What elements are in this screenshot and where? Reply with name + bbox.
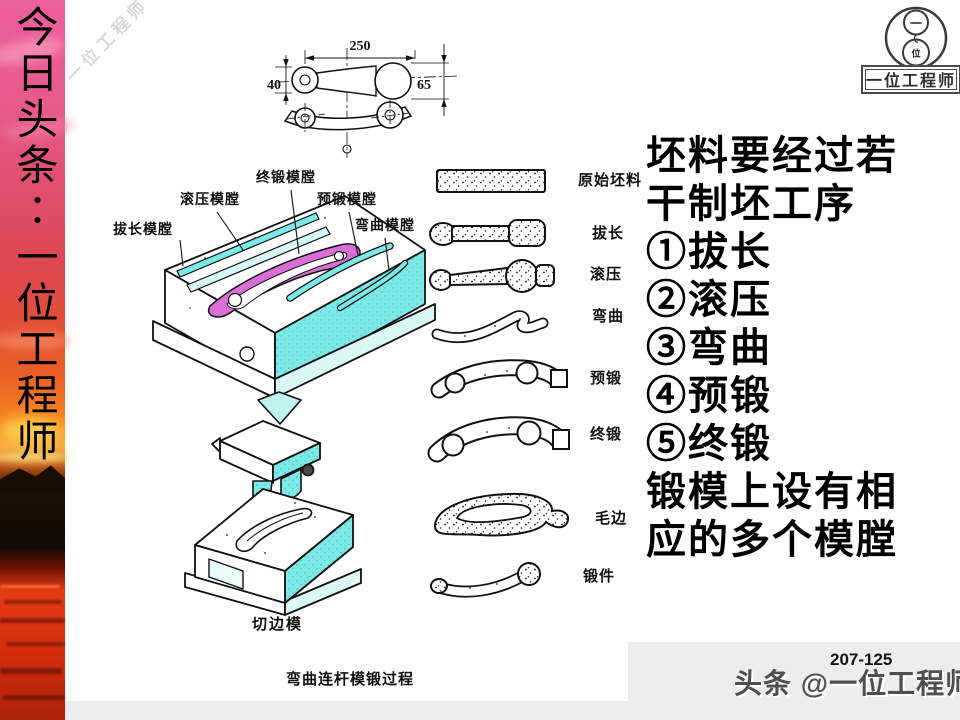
- bottom-strip: [65, 701, 960, 720]
- brand-logo: 一 位 一位工程师: [861, 6, 960, 94]
- die-label-draw: 拔长模膛: [113, 223, 173, 238]
- body-line: 坯料要经过若: [646, 133, 898, 178]
- seq-label-roll: 滚压: [590, 267, 623, 283]
- seq-label-preforge: 预锻: [590, 371, 623, 387]
- body-line: ④预锻: [646, 373, 772, 418]
- dim-right-width: 65: [417, 78, 431, 93]
- dim-left-width: 40: [267, 78, 281, 93]
- die-label-final: 终锻模膛: [256, 171, 316, 186]
- water-ripple: [0, 618, 65, 623]
- cavity-roll: [186, 226, 331, 293]
- step-bend: [431, 310, 549, 344]
- trimming-die: [184, 420, 362, 616]
- step-roll: [429, 259, 555, 293]
- seq-label-draw: 拔长: [592, 226, 625, 242]
- seq-label-bend: 弯曲: [592, 309, 625, 325]
- body-line: 干制坯工序: [646, 181, 856, 226]
- step-final-forge: [427, 416, 570, 463]
- die-label-roll: 滚压模膛: [180, 193, 240, 208]
- water-ripple: [0, 585, 60, 588]
- logo-bottom-char: 位: [911, 48, 920, 59]
- logo-box: [861, 65, 960, 94]
- logo-box-inner: [865, 69, 957, 90]
- trim-die-caption: 切边模: [252, 617, 304, 633]
- die-label-preforge: 预锻模膛: [317, 193, 377, 208]
- seq-label-final: 终锻: [590, 427, 623, 443]
- body-line: 应的多个模膛: [646, 517, 898, 562]
- step-preforge: [430, 359, 568, 399]
- sidebar-photo-strip: 今日头条∶一位工程师: [0, 0, 73, 720]
- step-billet: [436, 169, 546, 193]
- logo-box-label: 一位工程师: [866, 71, 956, 90]
- body-line: ③弯曲: [646, 325, 772, 370]
- body-line: ②滚压: [646, 277, 772, 322]
- process-caption: 弯曲连杆模锻过程: [286, 672, 415, 688]
- dim-length: 250: [350, 39, 371, 54]
- sidebar-vertical-title: 今日头条∶一位工程师: [10, 5, 56, 465]
- footer-credit: 头条 @一位工程师: [734, 668, 960, 699]
- cavity-draw-out: [176, 212, 320, 278]
- body-line: ⑤终锻: [646, 421, 772, 466]
- page-code: 207-125: [830, 650, 893, 669]
- die-label-bend: 弯曲模膛: [355, 219, 415, 234]
- seq-label-billet: 原始坯料: [578, 173, 643, 189]
- seq-label-part: 锻件: [583, 569, 616, 585]
- water-ripple: [0, 668, 62, 674]
- body-text-block: 坯料要经过若 干制坯工序 ①拔长 ②滚压 ③弯曲 ④预锻 ⑤终锻 锻模上设有相 …: [646, 132, 956, 564]
- sun-glow: [0, 418, 62, 444]
- connecting-rod-drawing: 250 40 65: [267, 39, 460, 158]
- step-forged-part: [430, 562, 541, 598]
- seq-label-flash: 毛边: [595, 511, 628, 527]
- step-draw-out: [429, 219, 546, 247]
- diagonal-watermark: 一位工程师: [62, 0, 153, 87]
- cloud-highlight: [0, 334, 70, 348]
- step-flash: [433, 492, 569, 537]
- water-ripple: [4, 600, 62, 604]
- trim-cavity: [235, 507, 313, 553]
- forging-die-block: [152, 189, 436, 425]
- water-ripple: [6, 642, 65, 646]
- water-ripple: [3, 695, 65, 700]
- forging-sequence-figure: [427, 169, 570, 598]
- body-line: ①拔长: [646, 229, 772, 274]
- body-line: 锻模上设有相: [646, 469, 898, 514]
- logo-top-char: 一: [910, 17, 922, 31]
- logo-squiggle-icon: [913, 33, 920, 44]
- sun-glow: [0, 452, 72, 462]
